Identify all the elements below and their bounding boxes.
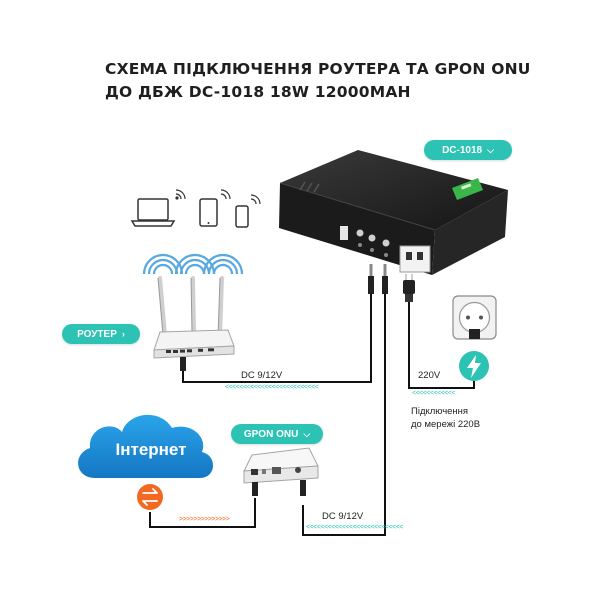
phone-icon [235, 205, 249, 228]
onu-dc-label: DC 9/12V [322, 511, 364, 522]
ac-cable-arrows: <<<<<<<<<<<< [412, 390, 456, 397]
internet-cloud-icon [78, 414, 214, 478]
mains-note-line-2: до мережі 220В [411, 419, 481, 430]
router-label: РОУТЕР [77, 328, 117, 340]
title-line-2: ДО ДБЖ DC-1018 18W 12000MAH [105, 83, 411, 101]
chevron-right-icon: › [121, 329, 125, 339]
router-cable-arrows: <<<<<<<<<<<<<<<<<<<<<<<<<< [225, 384, 319, 391]
internet-label: Інтернет [115, 440, 187, 459]
router-wifi-icon [142, 253, 244, 275]
ac-voltage-label: 220V [418, 370, 441, 381]
gpon-onu-device [243, 447, 319, 496]
onu-power-cable [302, 294, 386, 536]
onu-dc-plug [382, 264, 388, 294]
chevron-down-icon: ⌵ [303, 428, 311, 439]
mains-connection-note: Підключення до мережі 220В [411, 405, 480, 431]
wall-socket-icon [452, 295, 497, 340]
ups-front-ports [340, 226, 390, 257]
chevron-down-icon: ⌵ [487, 144, 494, 155]
fiber-cable-arrows: >>>>>>>>>>>>>> [179, 516, 230, 523]
fiber-cable [149, 498, 256, 528]
fiber-node-icon [137, 484, 163, 510]
ups-ac-socket [399, 245, 431, 273]
router-power-cable [182, 294, 372, 383]
ups-model-label: DC-1018 [442, 144, 483, 156]
ups-side-label [299, 181, 320, 193]
router-dc-label: DC 9/12V [241, 370, 283, 381]
tablet-wifi-icon [220, 189, 231, 200]
ac-plug-connector [403, 274, 415, 302]
diagram-title: СХЕМА ПІДКЛЮЧЕННЯ РОУТЕРА ТА GPON ONU ДО… [105, 58, 531, 104]
laptop-icon [130, 198, 176, 227]
phone-wifi-icon [250, 194, 261, 205]
onu-cable-arrows: <<<<<<<<<<<<<<<<<<<<<<<<<<< [306, 524, 403, 531]
router-dc-plug [368, 264, 374, 294]
laptop-wifi-icon [175, 189, 186, 200]
onu-label: GPON ONU [243, 428, 299, 440]
ups-display [452, 178, 483, 200]
onu-tag: GPON ONU ⌵ [231, 424, 323, 444]
lightning-badge-icon [459, 351, 489, 381]
router-device [142, 253, 244, 371]
ups-device [279, 150, 508, 275]
ups-model-tag: DC-1018 ⌵ [424, 140, 512, 160]
title-line-1: СХЕМА ПІДКЛЮЧЕННЯ РОУТЕРА ТА GPON ONU [105, 60, 531, 78]
router-tag: РОУТЕР › [62, 324, 140, 344]
tablet-icon [199, 198, 218, 227]
mains-note-line-1: Підключення [411, 406, 469, 417]
